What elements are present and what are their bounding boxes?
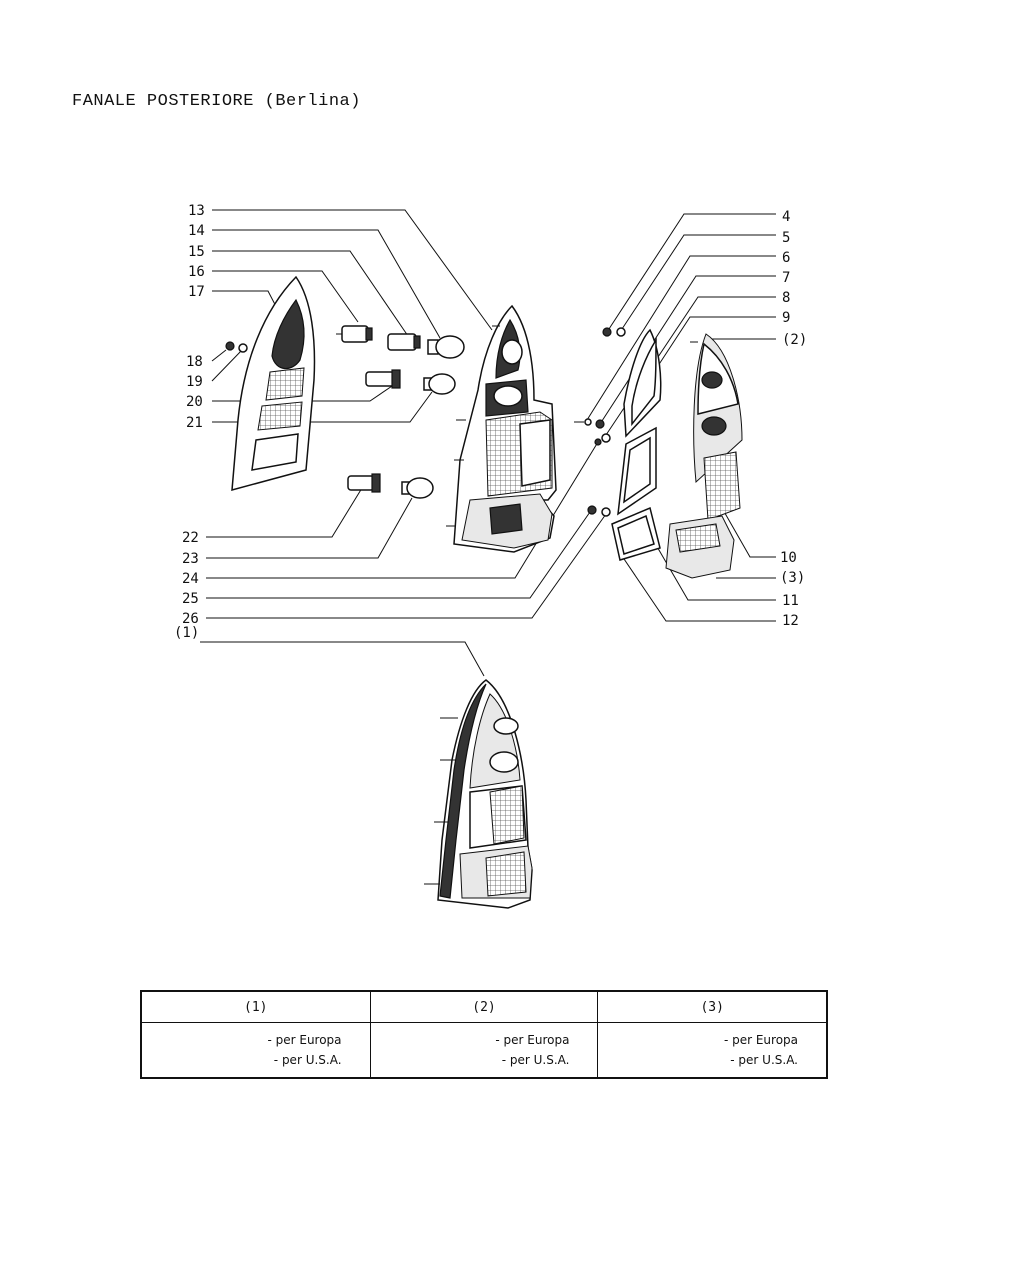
gasket-frame [231,275,316,492]
variant-usa: - per U.S.A. [730,1053,798,1067]
callout-5: 5 [782,230,790,246]
callout-6: 6 [782,250,790,266]
variant-europa: - per Europa [267,1033,342,1047]
variant-table: (1) (2) (3) - per Europa - per U.S.A. - … [140,990,828,1079]
callout-19: 19 [186,374,203,390]
table-header-row: (1) (2) (3) [141,991,827,1023]
assembled-tail-lamp [424,679,533,909]
lower-lens [665,515,735,579]
lens-gasket [617,328,662,516]
callout-8: 8 [782,290,790,306]
variant-europa: - per Europa [495,1033,570,1047]
table-row: - per Europa - per U.S.A. - per Europa -… [141,1022,827,1079]
callout-14: 14 [188,223,205,239]
callout-10: 10 [780,550,797,566]
bulb-socket-22 [347,473,381,493]
gasket-12 [611,506,661,561]
callout-22: 22 [182,530,199,546]
callout-9: 9 [782,310,790,326]
variant-usa: - per U.S.A. [273,1053,342,1067]
bulb-socket-15 [387,333,421,351]
bulb-socket-16 [336,325,373,343]
table-header: (1) [141,991,371,1023]
callout-4: 4 [782,209,790,225]
bulb-14 [427,335,465,359]
table-cell: - per Europa - per U.S.A. [369,1022,598,1078]
bulb-socket-20 [365,369,401,389]
callout-25: 25 [182,591,199,607]
callout-11: 11 [782,593,799,609]
callout-20: 20 [186,394,203,410]
exploded-parts-diagram: 13 14 15 16 17 18 19 20 21 22 23 24 25 2… [174,203,807,909]
callout-26: 26 [182,611,199,627]
callout-7: 7 [782,270,790,286]
table-header: (3) [597,991,827,1023]
right-callouts: 4 5 6 7 8 9 (2) 10 (3) 11 12 [780,209,807,629]
upper-lens [690,333,743,484]
small-fasteners [574,327,626,517]
left-callouts: 13 14 15 16 17 18 19 20 21 22 23 24 25 2… [174,203,205,641]
table-header: (2) [369,991,598,1023]
page-title: FANALE POSTERIORE (Berlina) [72,92,361,111]
variant-europa: - per Europa [723,1033,798,1047]
table-cell: - per Europa - per U.S.A. [597,1022,827,1078]
callout-18: 18 [186,354,203,370]
middle-lens-10 [703,451,741,521]
table-cell: - per Europa - per U.S.A. [141,1023,370,1079]
callout-24: 24 [182,571,199,587]
screw-nut-18-19 [225,341,248,353]
callout-2: (2) [782,332,807,348]
callout-23: 23 [182,551,199,567]
callout-17: 17 [188,284,205,300]
callout-12: 12 [782,613,799,629]
lamp-housing [446,304,557,553]
callout-21: 21 [186,415,203,431]
callout-3: (3) [780,570,805,586]
variant-usa: - per U.S.A. [501,1053,570,1067]
callout-13: 13 [188,203,205,219]
bulb-21 [423,373,456,395]
bulb-23 [401,477,434,499]
callout-15: 15 [188,244,205,260]
callout-1: (1) [174,625,199,641]
callout-16: 16 [188,264,205,280]
leader-lines [200,209,776,677]
